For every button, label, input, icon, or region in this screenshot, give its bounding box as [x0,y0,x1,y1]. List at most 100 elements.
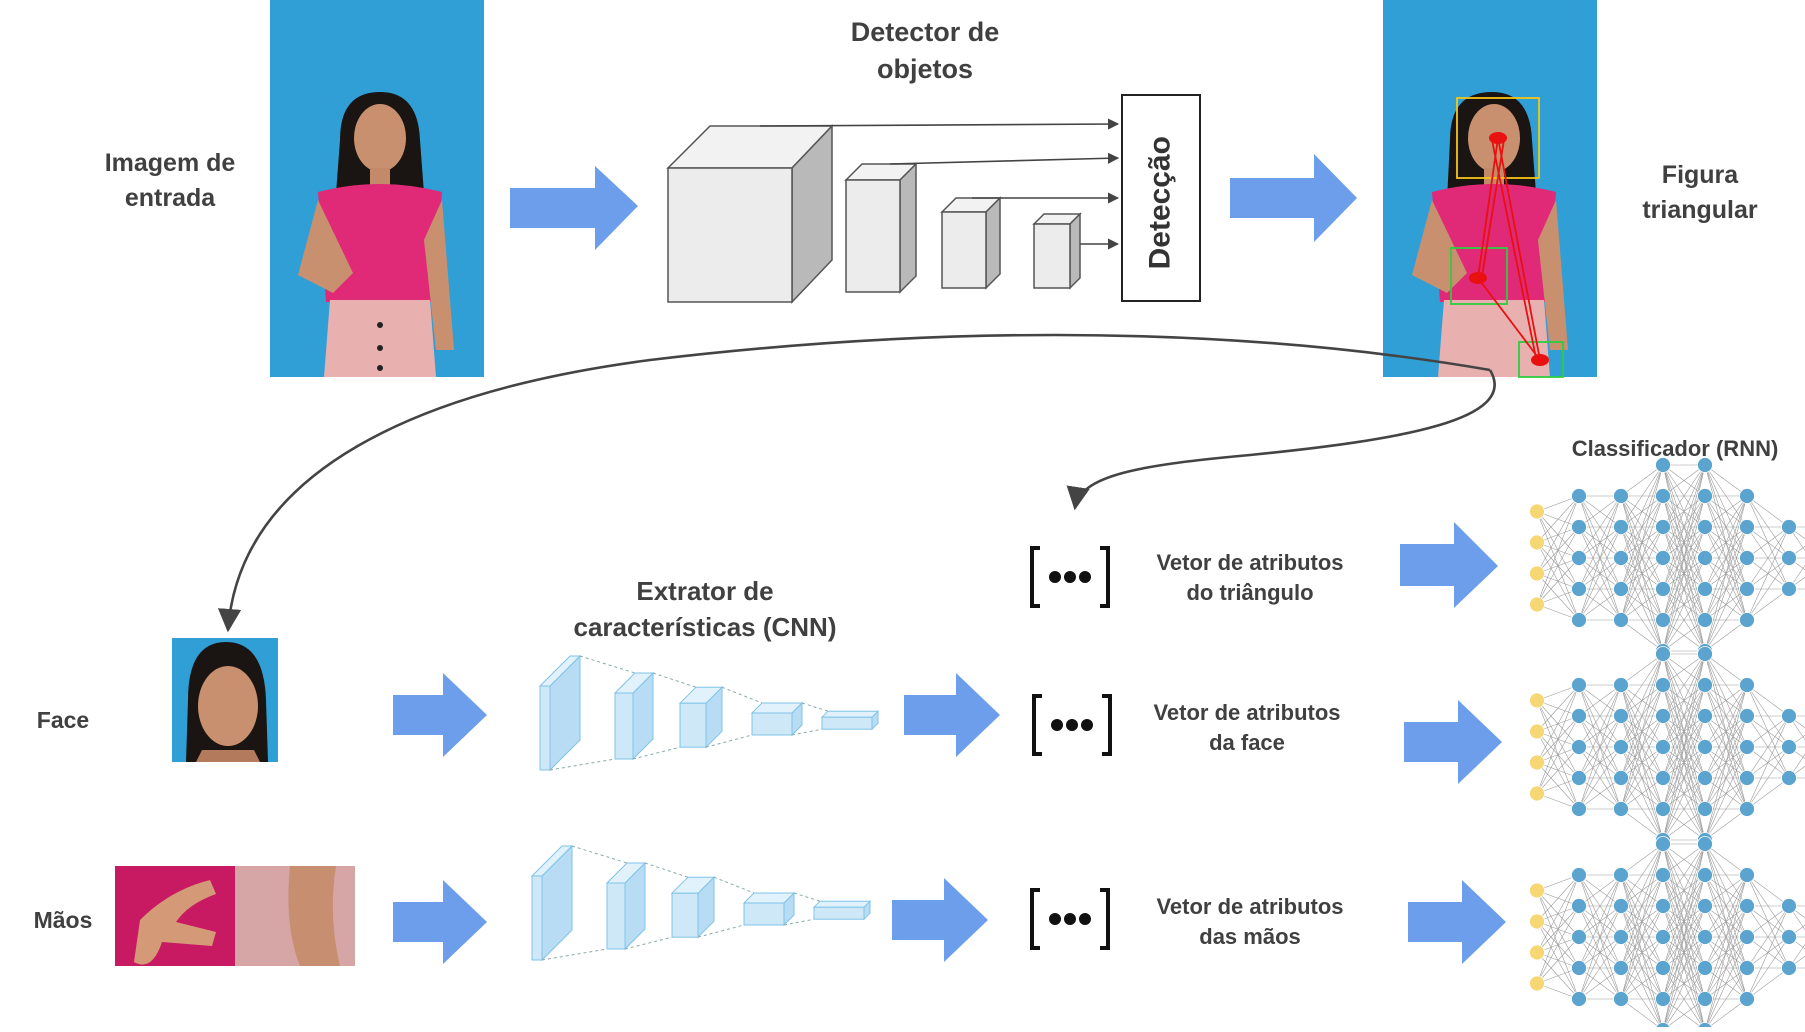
nn-node [1656,582,1671,597]
nn-node [1656,961,1671,976]
nn-node [1572,771,1587,786]
nn-node [1782,899,1797,914]
nn-node [1698,678,1713,693]
nn-node [1656,740,1671,755]
nn-node [1782,709,1797,724]
nn-node [1572,802,1587,817]
classifier-label: Classificador (RNN) [1545,434,1805,464]
nn-node [1782,771,1797,786]
nn-node [1782,930,1797,945]
vector-face-label-line2: da face [1127,728,1367,758]
hands-image [115,866,355,966]
nn-node [1698,582,1713,597]
nn-node [1614,678,1629,693]
cnn-connector [722,687,762,703]
cnn-connector [794,893,820,901]
rnn-network-hands [1530,837,1805,1028]
nn-node [1656,678,1671,693]
nn-node [1614,802,1629,817]
nn-node [1740,930,1755,945]
nn-node [1698,740,1713,755]
nn-node [1698,551,1713,566]
nn-node [1740,709,1755,724]
nn-node [1530,883,1545,898]
nn-node [1740,678,1755,693]
nn-node [1614,740,1629,755]
nn-node [1740,582,1755,597]
nn-node [1614,961,1629,976]
face-label: Face [20,705,106,737]
nn-node [1782,961,1797,976]
nn-node [1698,647,1713,662]
nn-node [1740,868,1755,883]
cnn-layer-block [615,673,653,759]
nn-node [1572,551,1587,566]
nn-node [1698,520,1713,535]
vector-triangle-label: Vetor de atributos do triângulo [1130,548,1370,609]
bracket-dots-icon [1032,890,1108,948]
nn-node [1614,489,1629,504]
nn-node [1740,489,1755,504]
nn-node [1572,868,1587,883]
nn-node [1656,868,1671,883]
nn-node [1530,504,1545,519]
nn-node [1698,1023,1713,1028]
nn-node [1614,709,1629,724]
nn-node [1782,582,1797,597]
input-image-label-line1: Imagem de [80,146,260,181]
vector-triangle-label-line2: do triângulo [1130,578,1370,608]
cnn-layer-block [540,656,580,770]
input-image-label-line2: entrada [80,181,260,216]
bracket-dots-icon [1034,696,1110,754]
nn-node [1740,992,1755,1007]
cnn-layer-block [744,893,794,925]
nn-node [1698,961,1713,976]
nn-node [1572,961,1587,976]
nn-node [1530,597,1545,612]
nn-node [1572,613,1587,628]
nn-node [1656,899,1671,914]
feature-extractor-label-line2: características (CNN) [560,610,850,646]
object-detector-label: Detector de objetos [820,14,1030,89]
nn-node [1656,613,1671,628]
cnn-connector [802,703,828,711]
bracket-dots-icon [1032,548,1108,606]
triangular-figure-label: Figura triangular [1620,158,1780,227]
feature-extractor-label: Extrator de características (CNN) [560,574,850,646]
nn-node [1572,992,1587,1007]
nn-node [1530,945,1545,960]
cnn-layer-block [814,901,870,919]
vector-triangle-label-line1: Vetor de atributos [1130,548,1370,578]
nn-node [1614,899,1629,914]
cnn-layer-block [752,703,802,735]
cnn-connector [572,846,627,863]
nn-node [1530,693,1545,708]
nn-node [1530,786,1545,801]
vector-face-label: Vetor de atributos da face [1127,698,1367,759]
detection-label: Detecção [1139,103,1180,303]
nn-node [1614,551,1629,566]
nn-node [1740,551,1755,566]
nn-node [1614,992,1629,1007]
nn-node [1740,961,1755,976]
nn-node [1698,930,1713,945]
block-arrow-right-icon [510,166,638,250]
triangular-figure-label-line1: Figura [1620,158,1780,193]
face-image [172,638,278,762]
nn-node [1656,520,1671,535]
nn-node [1740,613,1755,628]
nn-node [1530,566,1545,581]
nn-node [1530,914,1545,929]
nn-node [1572,740,1587,755]
object-detector-label-line2: objetos [820,51,1030,88]
nn-node [1740,771,1755,786]
cnn-layer-block [672,877,714,937]
nn-node [1782,520,1797,535]
nn-node [1572,930,1587,945]
nn-node [1614,582,1629,597]
object-detector-label-line1: Detector de [820,14,1030,51]
hands-label: Mãos [20,905,106,937]
nn-node [1614,930,1629,945]
cnn-connector [580,656,635,673]
vector-hands-label-line2: das mãos [1130,922,1370,952]
